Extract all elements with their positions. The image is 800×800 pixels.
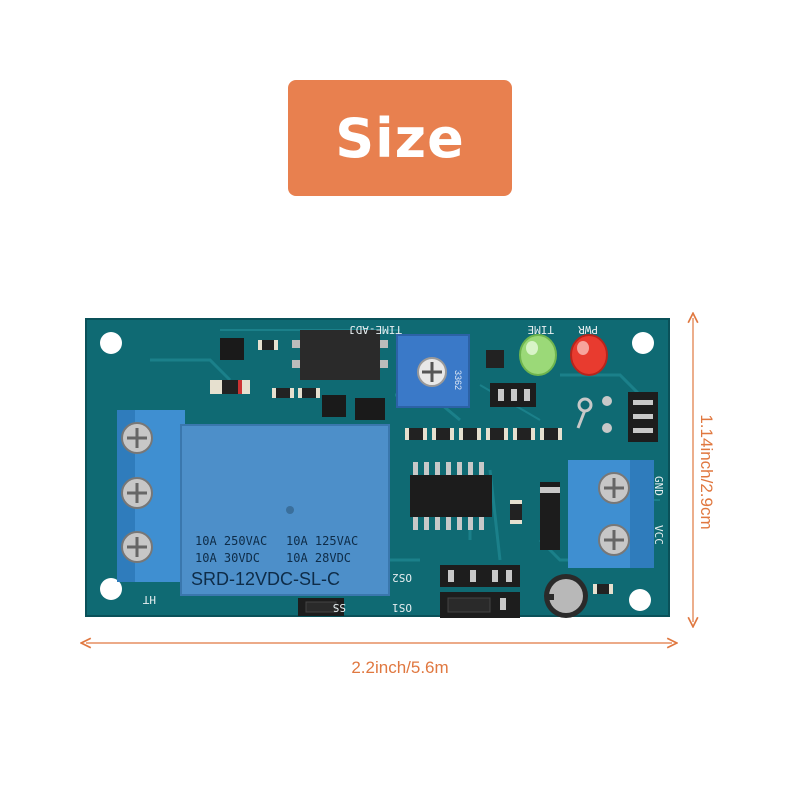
left-screw-terminal [117, 410, 185, 582]
relay-rating-2: 10A 125VAC [286, 534, 358, 548]
silk-time: TIME [528, 323, 555, 336]
mounting-hole [632, 332, 654, 354]
relay-rating-3: 10A 30VDC [195, 551, 260, 565]
time-led [519, 334, 557, 376]
optocoupler-chip [292, 330, 388, 380]
jumper-os1[interactable] [440, 592, 520, 618]
size-badge-label: Size [335, 106, 465, 170]
relay-rating-1: 10A 250VAC [195, 534, 267, 548]
silk-ht: HT [142, 593, 156, 606]
silk-time-adj: TIME-ADJ [349, 323, 402, 336]
smd-components [210, 338, 613, 594]
mounting-hole [100, 332, 122, 354]
right-screw-terminal [568, 460, 654, 568]
relay: 10A 250VAC 10A 125VAC 10A 30VDC 10A 28VD… [180, 424, 390, 596]
jumper-ss[interactable] [298, 598, 344, 616]
size-badge: Size [288, 80, 512, 196]
silk-gnd: GND [652, 476, 665, 496]
pin-header [628, 392, 658, 442]
jumper-s4[interactable] [490, 383, 536, 407]
height-dimension-label: 1.14inch/2.9cm [697, 414, 716, 530]
silk-pwr: PWR [578, 323, 598, 336]
pot-marking: 3362 [453, 370, 463, 390]
mounting-hole [629, 589, 651, 611]
silk-os1: OS1 [392, 601, 412, 614]
power-led [570, 334, 608, 376]
mounting-hole [100, 578, 122, 600]
electrolytic-capacitor [544, 574, 588, 618]
jumper-os2[interactable] [440, 565, 520, 587]
silk-vcc: VCC [652, 525, 665, 545]
silk-os2: OS2 [392, 571, 412, 584]
main-ic-chip [410, 462, 492, 530]
power-diode [540, 482, 560, 550]
relay-model: SRD-12VDC-SL-C [191, 569, 340, 589]
silk-ss: SS [333, 601, 346, 614]
width-dimension-label: 2.2inch/5.6m [351, 658, 449, 677]
relay-rating-4: 10A 28VDC [286, 551, 351, 565]
time-adjust-potentiometer[interactable]: 3362 [396, 334, 470, 408]
